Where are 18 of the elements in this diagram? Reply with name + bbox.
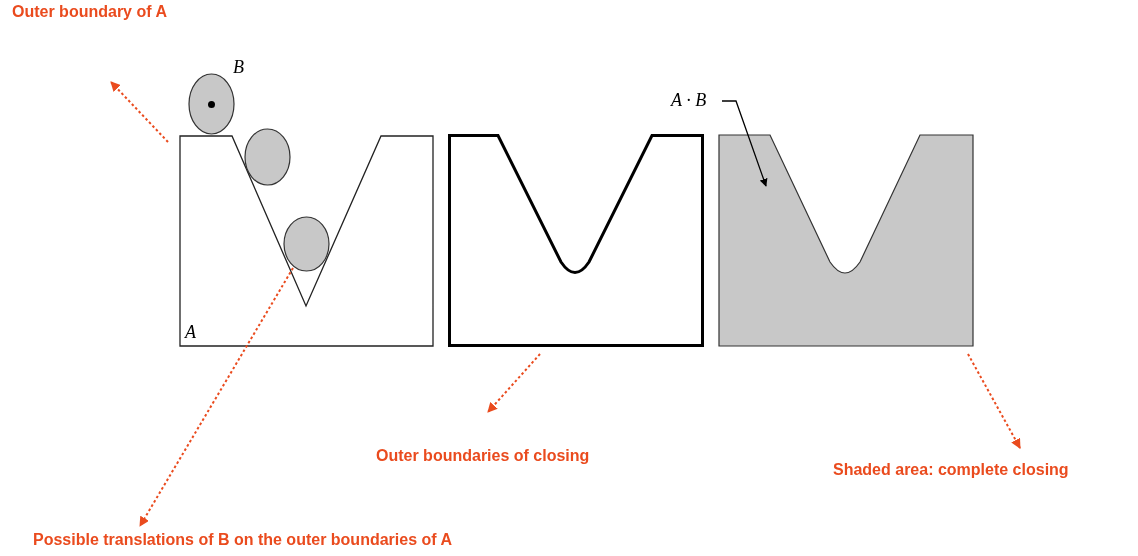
leader-line — [139, 267, 294, 527]
annotation-text: Possible translations of B on the outer boundaries of A — [33, 530, 452, 550]
annotation-text: Outer boundary of A — [12, 2, 167, 22]
structuring-element-disk — [244, 128, 291, 186]
set-a-shape — [179, 135, 434, 347]
set-label: A — [185, 320, 196, 343]
closing-shaded-shape — [718, 134, 974, 347]
structuring-element-disk — [188, 73, 235, 135]
leader-line — [967, 353, 1021, 449]
arrow — [721, 100, 768, 187]
closing-outline-shape — [448, 134, 704, 347]
symbol-label: B — [233, 56, 244, 79]
annotation-text: Outer boundaries of closing — [376, 446, 590, 466]
leader-line — [110, 81, 169, 143]
structuring-element-disk — [283, 216, 330, 272]
leader-line — [487, 353, 541, 413]
annotation-text: Shaded area: complete closing — [833, 460, 1069, 480]
symbol-label: A · B — [671, 89, 707, 112]
